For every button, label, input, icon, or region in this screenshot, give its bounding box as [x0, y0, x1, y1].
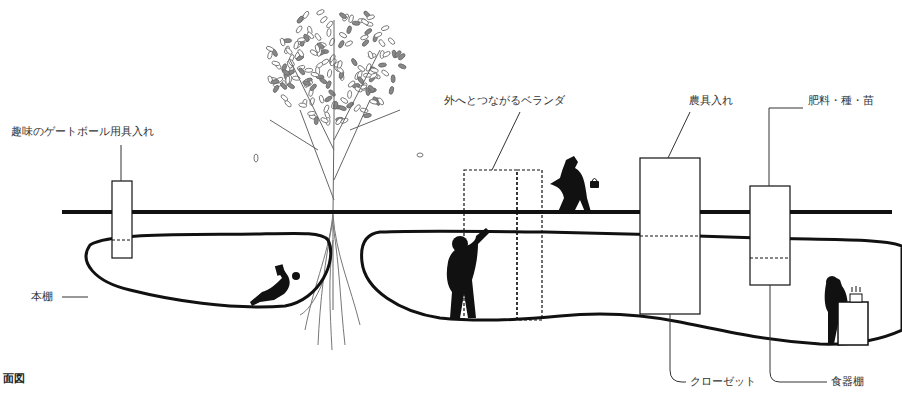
people-figures: [250, 156, 868, 345]
tool-closet-box: [640, 158, 700, 314]
gateball-box: [112, 181, 132, 258]
seed-cupboard-box: [750, 186, 790, 285]
callout-label: クローゼット: [689, 375, 757, 388]
callout-label: 農具入れ: [688, 94, 734, 107]
figure-title: 面図: [2, 372, 26, 385]
callout-label: 外へとつながるベランダ: [443, 94, 566, 107]
tree-foliage: [266, 9, 407, 126]
callout-label: 食器棚: [830, 375, 865, 388]
tree-trunk: [270, 20, 400, 310]
right-cave: [362, 231, 902, 344]
callout-label: 趣味のゲートボール用具入れ: [10, 125, 155, 138]
callout-label: 本棚: [30, 290, 54, 303]
callout-label: 肥料・種・苗: [807, 94, 875, 107]
leader-lines: [62, 108, 827, 382]
